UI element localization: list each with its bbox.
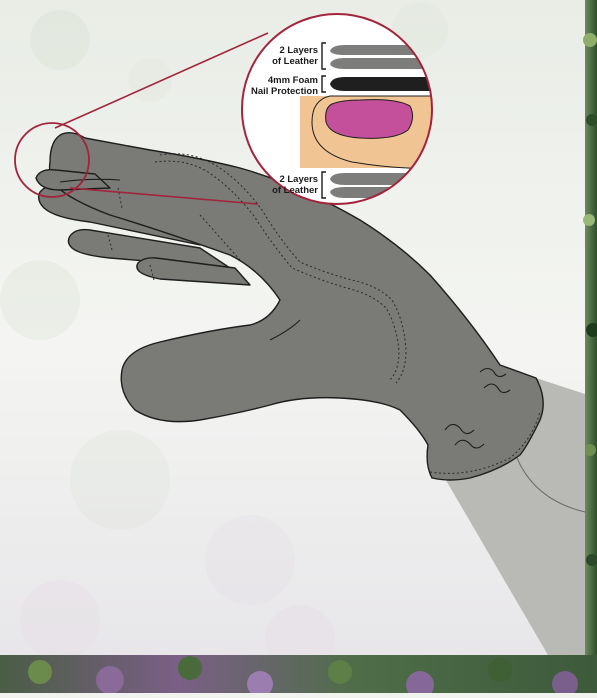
label-foam-line2: Nail Protection (251, 86, 318, 97)
label-bottom-leather: 2 Layers of Leather (272, 174, 318, 196)
label-bottom-leather-line2: of Leather (272, 185, 318, 196)
label-top-leather-line2: of Leather (272, 56, 318, 67)
label-top-leather-line1: 2 Layers (272, 45, 318, 56)
nail-shape (326, 100, 413, 139)
label-top-leather: 2 Layers of Leather (272, 45, 318, 67)
label-foam-line1: 4mm Foam (251, 75, 318, 86)
foam-layer (330, 77, 440, 91)
label-foam: 4mm Foam Nail Protection (251, 75, 318, 97)
label-bottom-leather-line1: 2 Layers (272, 174, 318, 185)
